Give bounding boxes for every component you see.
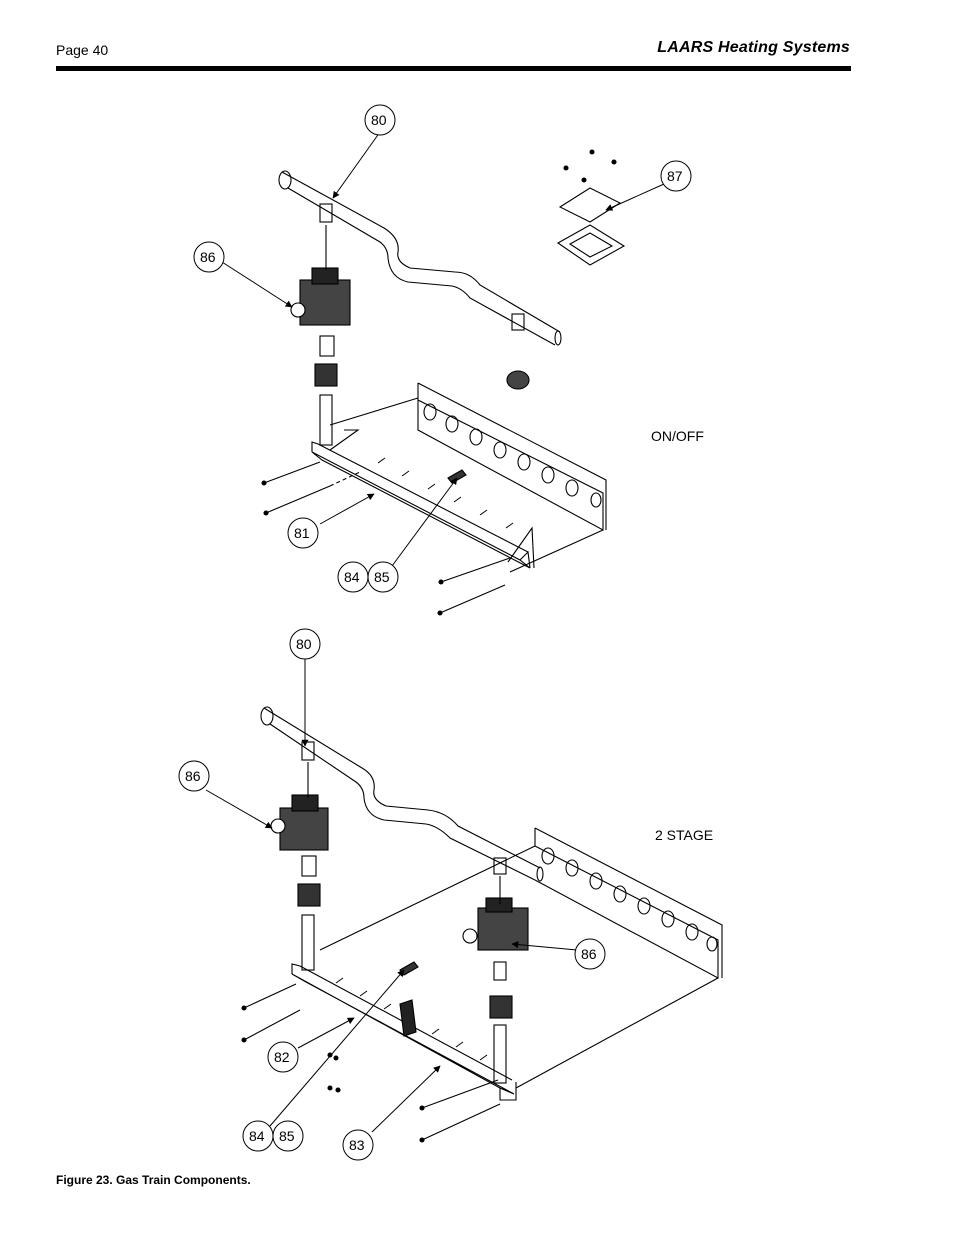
callout-bubble-85 xyxy=(272,1120,304,1152)
access-cover-87 xyxy=(556,149,626,266)
callout-86: 86 xyxy=(185,768,201,784)
callout-85: 85 xyxy=(279,1128,295,1144)
callout-86: 86 xyxy=(581,946,597,962)
gas-valve xyxy=(290,225,351,326)
gas-pipe xyxy=(278,170,562,346)
callout-80: 80 xyxy=(296,636,312,652)
callout-bubble-80 xyxy=(364,104,396,136)
callout-bubble-81 xyxy=(287,517,319,549)
callout-bubble-85 xyxy=(367,561,399,593)
callout-83: 83 xyxy=(349,1137,365,1153)
brand-title: LAARS Heating Systems xyxy=(657,39,850,56)
callout-87: 87 xyxy=(667,168,683,184)
callout-bubble-87 xyxy=(660,160,692,192)
callout-86: 86 xyxy=(200,249,216,265)
view-label-on-off: ON/OFF xyxy=(651,428,704,444)
callouts xyxy=(178,104,692,1161)
callout-bubble-80 xyxy=(289,628,321,660)
callout-80: 80 xyxy=(371,112,387,128)
header-rule xyxy=(56,66,851,71)
burner-manifold-81 xyxy=(311,429,535,569)
callout-85: 85 xyxy=(374,569,390,585)
callout-81: 81 xyxy=(294,525,310,541)
callout-bubble-82 xyxy=(267,1041,299,1073)
callout-bubble-86 xyxy=(178,760,210,792)
two-stage-assembly xyxy=(241,706,723,1143)
page-number: Page 40 xyxy=(56,42,109,58)
on-off-assembly xyxy=(261,149,626,616)
callout-84: 84 xyxy=(249,1128,265,1144)
callout-bubble-86 xyxy=(193,241,225,273)
figure-caption: Figure 23. Gas Train Components. xyxy=(56,1173,251,1187)
callout-bubble-83 xyxy=(342,1129,374,1161)
callout-bubble-86 xyxy=(574,938,606,970)
callout-84: 84 xyxy=(344,569,360,585)
callout-82: 82 xyxy=(274,1049,290,1065)
burner-plate xyxy=(319,827,723,1089)
burner-plate xyxy=(329,382,607,573)
gas-pipe xyxy=(260,706,544,882)
view-label-2-stage: 2 STAGE xyxy=(655,827,714,843)
burner-manifold-82-83 xyxy=(291,963,517,1101)
